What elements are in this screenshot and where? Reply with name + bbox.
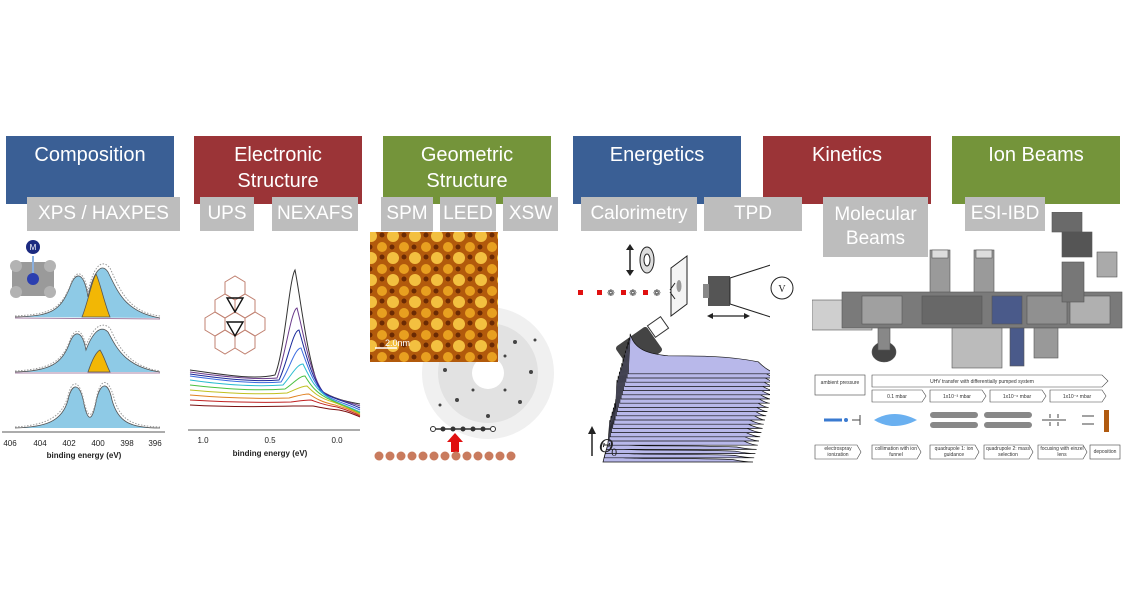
calorimetry-curve	[627, 333, 770, 375]
ups-tick: 1.0	[197, 436, 209, 445]
calorimeter-apparatus: ❁ ❁ ❁	[578, 244, 688, 372]
header-geometric-structure-label: Geometric Structure	[420, 144, 514, 192]
transfer-label: UHV transfer with differentially pumped …	[930, 379, 1034, 385]
ibd-step-label: focusing with einzel lens	[1040, 446, 1084, 458]
header-electronic-structure-label: Electronic Structure	[234, 144, 322, 192]
stm-scale-label: 2.0nm	[385, 338, 410, 348]
ibd-apparatus	[812, 212, 1123, 369]
ambient-label: ambient pressure	[821, 380, 860, 386]
pressure-label: 1x10⁻³ mbar	[943, 394, 971, 400]
ibd-flow-diagram: ambient pressure UHV transfer with diffe…	[814, 374, 1121, 460]
ibd-steps	[814, 444, 1121, 460]
svg-text:❁: ❁	[653, 289, 661, 299]
sub-calorimetry: Calorimetry	[581, 197, 697, 231]
xsw-adsorbate	[374, 426, 516, 461]
ibd-step-label: deposition	[1093, 449, 1117, 455]
header-energetics: Energetics	[573, 136, 741, 204]
xps-tick: 400	[91, 439, 105, 448]
xps-spectra: M 406 404 402 400 398 396 binding energy…	[2, 240, 165, 460]
sub-xsw: XSW	[503, 197, 558, 231]
header-kinetics-label: Kinetics	[811, 144, 883, 166]
spm-leed-xsw-panel: 2.0nm	[370, 232, 554, 461]
xps-tick: 396	[148, 439, 162, 448]
header-electronic-structure: Electronic Structure	[194, 136, 362, 204]
header-energetics-label: Energetics	[609, 144, 705, 166]
ibd-step-label: collimation with ion funnel	[875, 446, 917, 458]
sub-molecular-beams: Molecular Beams	[823, 197, 928, 257]
kinetics-volt-meter: V	[770, 276, 794, 300]
detector-apparatus	[703, 264, 770, 319]
ups-xlabel: binding energy (eV)	[233, 449, 308, 458]
theta-sub: 0	[611, 448, 617, 459]
ibd-step-label: quadrupole 1: ion guidance	[934, 446, 974, 458]
xps-tick: 402	[62, 439, 76, 448]
svg-text:❁: ❁	[629, 289, 637, 299]
xps-axis-ticks: 406 404 402 400 398 396	[3, 439, 162, 448]
metal-label: M	[30, 243, 37, 252]
graphene-lattice-icon	[204, 275, 266, 355]
calorimetry-panel: ❁ ❁ ❁ Θ 0	[578, 244, 770, 463]
header-geometric-structure: Geometric Structure	[383, 136, 551, 204]
pressure-label: 0.1 mbar	[887, 394, 907, 400]
pressure-stages: 0.1 mbar 1x10⁻³ mbar 1x10⁻⁶ mbar 1x10⁻⁸ …	[871, 389, 1107, 403]
xps-tick: 404	[33, 439, 47, 448]
ups-tick: 0.5	[264, 436, 276, 445]
pressure-label: 1x10⁻⁶ mbar	[1003, 394, 1032, 400]
theta-label: Θ	[599, 436, 614, 457]
ups-tick: 0.0	[331, 436, 343, 445]
header-ion-beams-label: Ion Beams	[988, 144, 1084, 166]
volt-label: V	[778, 284, 786, 295]
sub-nexafs: NEXAFS	[272, 197, 358, 231]
pressure-label: 1x10⁻⁸ mbar	[1063, 394, 1092, 400]
header-composition: Composition	[6, 136, 174, 204]
stm-image: 2.0nm	[370, 232, 498, 362]
porphyrin-molecule-icon: M	[10, 240, 56, 298]
ups-spectra: 1.0 0.5 0.0 binding energy (eV)	[188, 268, 361, 458]
sub-tpd: TPD	[704, 197, 802, 231]
sub-leed: LEED	[440, 197, 496, 231]
header-ion-beams: Ion Beams	[952, 136, 1120, 204]
calorimetry-curves	[602, 333, 770, 463]
header-kinetics: Kinetics	[763, 136, 931, 204]
header-composition-label: Composition	[34, 144, 146, 166]
ibd-step-label: quadrupole 2: mass selection	[986, 446, 1030, 458]
xps-tick: 406	[3, 439, 17, 448]
xps-tick: 398	[120, 439, 134, 448]
sub-ups: UPS	[200, 197, 254, 231]
sub-xps: XPS / HAXPES	[27, 197, 180, 231]
sub-spm: SPM	[381, 197, 433, 231]
ambient-box	[814, 374, 866, 396]
svg-text:❁: ❁	[607, 289, 615, 299]
sub-esi-ibd: ESI-IBD	[965, 197, 1045, 231]
ibd-step-label: electrospray ionization	[824, 446, 852, 458]
xps-xlabel: binding energy (eV)	[47, 451, 122, 460]
